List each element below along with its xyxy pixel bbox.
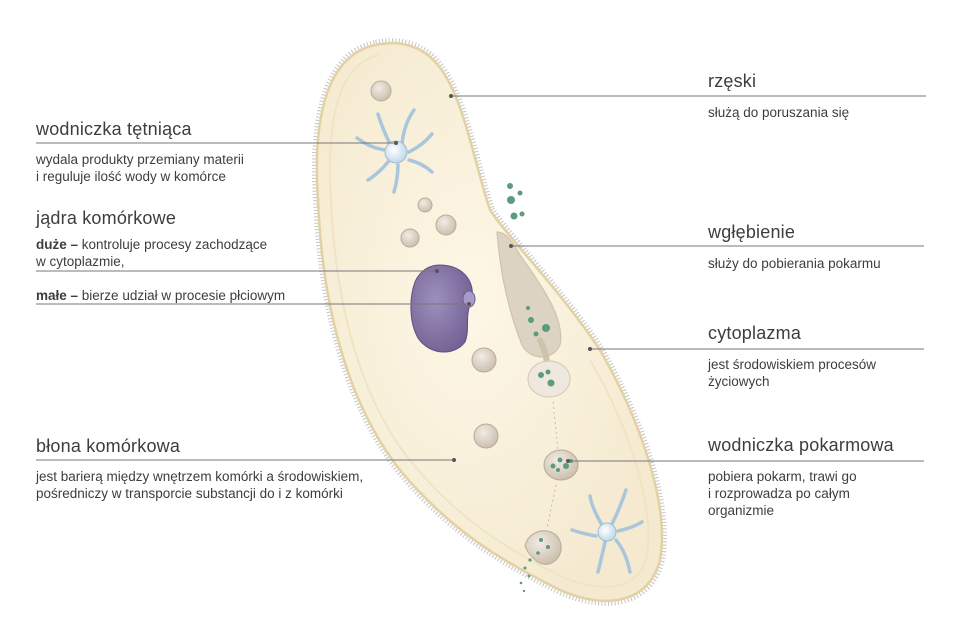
label-wodniczka-pokarmowa-desc-3: organizmie <box>708 503 775 518</box>
label-wglebienie-title: wgłębienie <box>708 222 796 242</box>
food-vacuole <box>543 449 579 481</box>
contractile-vacuole-bottom <box>570 488 644 574</box>
label-wodniczka-pokarmowa-desc-2: i rozprowadza po całym <box>708 486 850 501</box>
contractile-vacuole-bottom-center <box>597 522 617 542</box>
label-cytoplazma-desc-2: życiowych <box>708 374 770 389</box>
forming-food-vacuole <box>527 360 571 398</box>
label-jadra-male-desc: bierze udział w procesie płciowym <box>81 288 286 303</box>
cell-inner-line <box>329 54 650 588</box>
label-blona-desc-1: jest barierą między wnętrzem komórki a ś… <box>36 469 364 484</box>
cell-body <box>315 41 664 603</box>
micronucleus <box>462 290 476 308</box>
label-blona-title: błona komórkowa <box>36 436 181 456</box>
label-rzeski-desc: służą do poruszania się <box>708 105 850 120</box>
label-wglebienie-desc: służy do pobierania pokarmu <box>708 256 881 271</box>
label-jadra-male-term: małe – <box>36 288 79 303</box>
food-particles-groove <box>526 306 550 337</box>
label-rzeski-title: rzęski <box>708 71 757 91</box>
label-cytoplazma-desc-1: jest środowiskiem procesów <box>708 357 877 372</box>
food-particles-outside <box>507 183 525 220</box>
egested-particles <box>519 538 550 593</box>
label-wodniczka-tetniaca-title: wodniczka tętniąca <box>36 119 192 139</box>
label-blona-desc-2: pośredniczy w transporcie substancji do … <box>36 486 343 501</box>
contractile-vacuole-top <box>355 108 434 194</box>
vacuole-path <box>546 401 559 529</box>
label-wodniczka-tetniaca-desc-1: wydala produkty przemiany materii <box>36 152 244 167</box>
macronucleus <box>410 264 473 353</box>
anal-pore-vacuole <box>524 530 562 565</box>
label-cytoplazma-title: cytoplazma <box>708 323 802 343</box>
vacuole-particles <box>538 369 555 387</box>
label-jadra-duze-desc-1: kontroluje procesy zachodzące <box>81 237 268 252</box>
label-jadra-duze-term: duże – <box>36 237 79 252</box>
label-wodniczka-pokarmowa-desc-1: pobiera pokarm, trawi go <box>708 469 857 484</box>
leader-lines <box>36 94 926 463</box>
label-jadra-duze: duże – kontroluje procesy zachodzące <box>36 236 267 253</box>
granules <box>370 80 499 449</box>
label-wodniczka-pokarmowa-title: wodniczka pokarmowa <box>708 435 894 455</box>
label-jadra-male: małe – bierze udział w procesie płciowym <box>36 287 285 304</box>
label-jadra-duze-desc-2: w cytoplazmie, <box>36 254 125 269</box>
label-jadra-title: jądra komórkowe <box>36 208 177 228</box>
food-vacuole-particles <box>550 457 573 472</box>
label-wodniczka-tetniaca-desc-2: i reguluje ilość wody w komórce <box>36 169 226 184</box>
